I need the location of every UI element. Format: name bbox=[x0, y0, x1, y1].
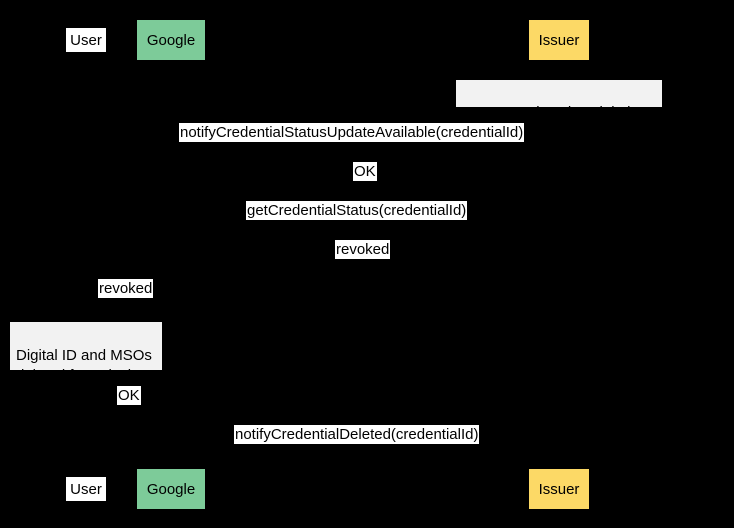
message-label-text: getCredentialStatus(credentialId) bbox=[247, 202, 467, 219]
participant-issuer-bottom[interactable]: Issuer bbox=[528, 468, 590, 510]
lifeline-google bbox=[171, 61, 172, 468]
message-label-text: OK bbox=[118, 387, 140, 404]
participant-issuer-bottom-label: Issuer bbox=[538, 480, 580, 498]
message-label-text: revoked bbox=[336, 241, 390, 258]
arrow-get-credential-status bbox=[171, 217, 559, 225]
message-label-text: revoked bbox=[99, 280, 153, 297]
lifeline-user bbox=[86, 52, 87, 477]
message-label-ok-2[interactable]: OK bbox=[117, 386, 141, 405]
arrow-ok-google-to-issuer bbox=[171, 178, 559, 186]
message-label-text: notifyCredentialDeleted(credentialId) bbox=[235, 426, 479, 443]
note-digital-id-deleted[interactable]: Digital ID and MSOs deleted from device bbox=[10, 322, 162, 384]
participant-user-bottom-label: User bbox=[70, 480, 102, 498]
participant-google-bottom[interactable]: Google bbox=[136, 468, 206, 510]
arrow-notify-status-update bbox=[86, 139, 559, 147]
message-label-revoked-2[interactable]: revoked bbox=[98, 279, 154, 298]
note-issuer-revokes[interactable]: Issuer revokes the Digital ID bbox=[456, 80, 662, 121]
note-digital-id-deleted-text: Digital ID and MSOs deleted from device bbox=[16, 347, 152, 384]
arrow-notify-credential-deleted bbox=[171, 441, 559, 449]
message-label-notify-credential-deleted[interactable]: notifyCredentialDeleted(credentialId) bbox=[234, 425, 480, 444]
arrow-ok-user-to-google bbox=[86, 402, 171, 410]
participant-user-bottom[interactable]: User bbox=[66, 477, 106, 501]
participant-user-top-label: User bbox=[70, 31, 102, 49]
note-issuer-revokes-text: Issuer revokes the Digital ID bbox=[462, 104, 650, 121]
participant-google-top-label: Google bbox=[146, 31, 196, 49]
arrow-revoked-google-to-user bbox=[86, 295, 171, 303]
message-label-text: OK bbox=[354, 163, 376, 180]
participant-google-bottom-label: Google bbox=[146, 480, 196, 498]
lifeline-issuer bbox=[559, 61, 560, 468]
participant-google-top[interactable]: Google bbox=[136, 19, 206, 61]
message-label-ok-1[interactable]: OK bbox=[353, 162, 377, 181]
message-label-get-credential-status[interactable]: getCredentialStatus(credentialId) bbox=[246, 201, 468, 220]
message-label-revoked-1[interactable]: revoked bbox=[335, 240, 391, 259]
participant-user-top[interactable]: User bbox=[66, 28, 106, 52]
message-label-text: notifyCredentialStatusUpdateAvailable(cr… bbox=[180, 124, 524, 141]
participant-issuer-top-label: Issuer bbox=[538, 31, 580, 49]
message-label-notify-credential-status-update-available[interactable]: notifyCredentialStatusUpdateAvailable(cr… bbox=[179, 123, 525, 142]
arrow-revoked-issuer-to-google bbox=[171, 256, 559, 264]
participant-issuer-top[interactable]: Issuer bbox=[528, 19, 590, 61]
